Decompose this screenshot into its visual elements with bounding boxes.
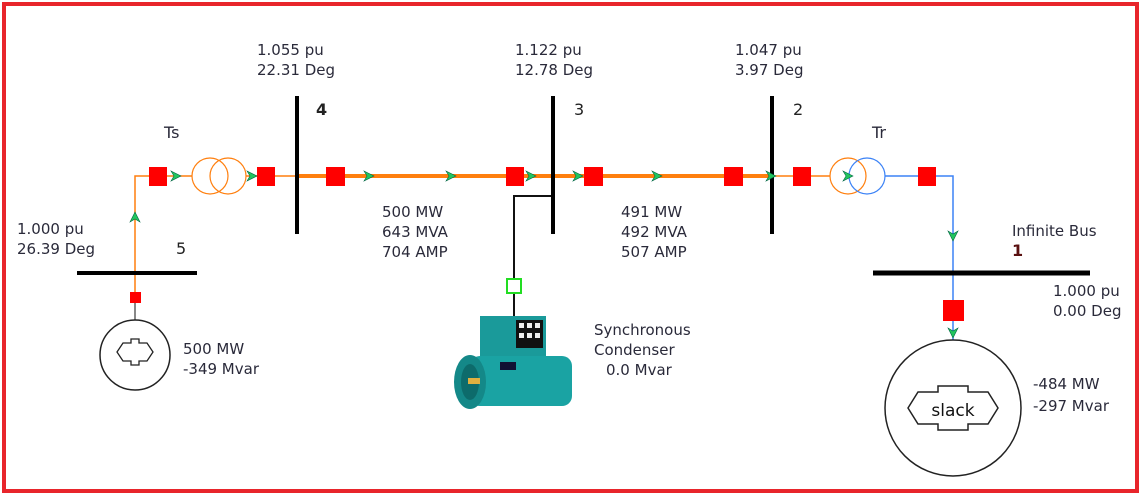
condenser-output: Synchronous Condenser 0.0 Mvar [594, 321, 691, 379]
flow-arrow-icon [947, 327, 959, 339]
bus-3-label: 1.122 pu 12.78 Deg 3 [515, 41, 593, 119]
line-3-2-flow: 491 MW 492 MVA 507 AMP [621, 203, 688, 261]
breaker[interactable] [257, 167, 275, 186]
breaker[interactable] [326, 167, 345, 186]
flow-arrow-icon [246, 170, 258, 182]
svg-text:0.0 Mvar: 0.0 Mvar [606, 361, 673, 379]
flow-arrow-icon [842, 170, 854, 182]
bus-5-label: 1.000 pu 26.39 Deg 5 [17, 220, 186, 258]
flow-arrow-icon [445, 170, 457, 182]
svg-text:Condenser: Condenser [594, 341, 675, 359]
svg-text:3.97 Deg: 3.97 Deg [735, 61, 803, 79]
svg-text:-484 MW: -484 MW [1033, 375, 1100, 393]
svg-text:643 MVA: 643 MVA [382, 223, 449, 241]
flow-arrow-icon [363, 170, 375, 182]
svg-text:2: 2 [793, 100, 803, 119]
generator-icon[interactable] [99, 319, 171, 391]
svg-text:1.000 pu: 1.000 pu [1053, 282, 1120, 300]
svg-text:1.122 pu: 1.122 pu [515, 41, 582, 59]
bus-4-label: 1.055 pu 22.31 Deg 4 [257, 41, 335, 119]
breaker[interactable] [724, 167, 743, 186]
svg-text:3: 3 [574, 100, 584, 119]
svg-text:5: 5 [176, 239, 186, 258]
flow-arrow-icon [170, 170, 182, 182]
transformer-tr[interactable] [829, 157, 886, 195]
transformer-tr-label: Tr [871, 123, 886, 142]
svg-text:1.055 pu: 1.055 pu [257, 41, 324, 59]
svg-text:4: 4 [316, 100, 327, 119]
transformer-ts-label: Ts [163, 123, 179, 142]
svg-text:-349 Mvar: -349 Mvar [183, 360, 260, 378]
flow-arrow-icon [947, 230, 959, 242]
breaker[interactable] [943, 300, 964, 321]
wiring [134, 174, 954, 340]
slack-label: slack [931, 401, 974, 421]
slack-generator-icon[interactable] [884, 339, 1022, 477]
breaker[interactable] [918, 167, 936, 186]
bus-1-label: Infinite Bus 1 1.000 pu 0.00 Deg [1012, 222, 1121, 320]
svg-text:1.000 pu: 1.000 pu [17, 220, 84, 238]
svg-text:-297 Mvar: -297 Mvar [1033, 397, 1110, 415]
svg-text:1.047 pu: 1.047 pu [735, 41, 802, 59]
breaker[interactable] [506, 167, 524, 186]
svg-text:500 MW: 500 MW [382, 203, 443, 221]
bus-2-label: 1.047 pu 3.97 Deg 2 [735, 41, 803, 119]
svg-text:1: 1 [1012, 241, 1023, 260]
svg-text:704 AMP: 704 AMP [382, 243, 448, 261]
breaker[interactable] [130, 292, 141, 303]
flow-arrow-icon [525, 170, 537, 182]
line-4-3-flow: 500 MW 643 MVA 704 AMP [382, 203, 449, 261]
svg-text:492 MVA: 492 MVA [621, 223, 688, 241]
breaker[interactable] [793, 167, 811, 186]
transformer-ts[interactable] [191, 157, 247, 195]
flow-arrow-icon [129, 211, 141, 223]
generator-output: 500 MW -349 Mvar [183, 340, 260, 378]
svg-text:Synchronous: Synchronous [594, 321, 691, 339]
svg-text:12.78 Deg: 12.78 Deg [515, 61, 593, 79]
breaker[interactable] [149, 167, 167, 186]
synchronous-condenser-icon[interactable] [454, 316, 572, 409]
svg-text:500 MW: 500 MW [183, 340, 244, 358]
condenser-breaker-open[interactable] [506, 278, 522, 294]
slack-output: -484 MW -297 Mvar [1033, 375, 1110, 415]
svg-text:Infinite Bus: Infinite Bus [1012, 222, 1097, 240]
svg-text:26.39 Deg: 26.39 Deg [17, 240, 95, 258]
svg-text:491 MW: 491 MW [621, 203, 682, 221]
svg-text:507 AMP: 507 AMP [621, 243, 687, 261]
flow-arrow-icon [572, 170, 584, 182]
flow-arrow-icon [651, 170, 663, 182]
svg-text:22.31 Deg: 22.31 Deg [257, 61, 335, 79]
svg-text:0.00 Deg: 0.00 Deg [1053, 302, 1121, 320]
flow-arrow-icon [765, 170, 777, 182]
breaker[interactable] [584, 167, 603, 186]
